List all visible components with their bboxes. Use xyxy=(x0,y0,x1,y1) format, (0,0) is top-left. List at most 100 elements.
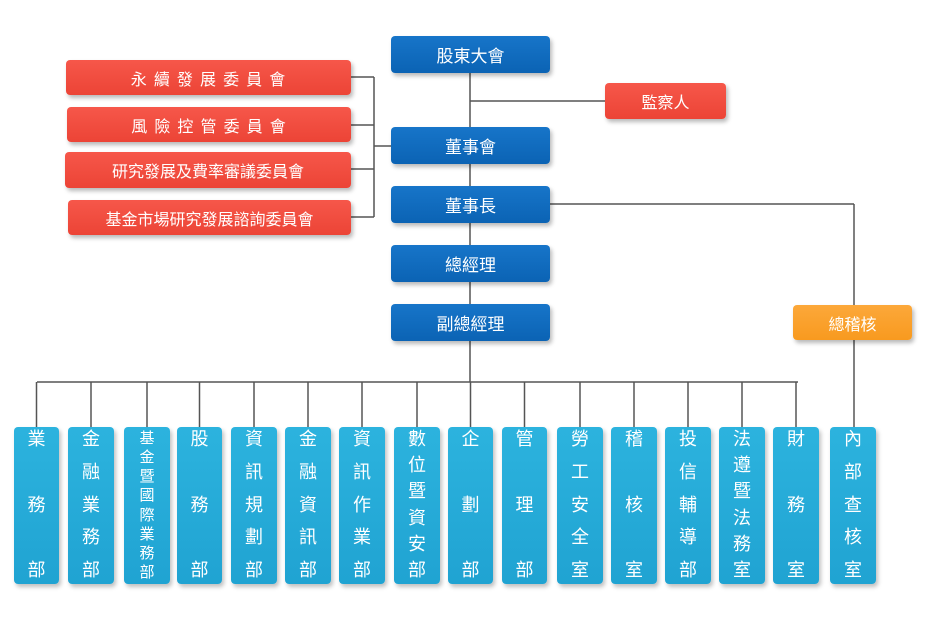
department-char: 暨 xyxy=(408,481,426,503)
committee-fund-market-advisory: 基金市場研究發展諮詢委員會 xyxy=(68,200,351,235)
chairman-box: 董事長 xyxy=(391,186,550,223)
department-9: 企 劃 部 xyxy=(448,427,493,584)
department-char: 工 xyxy=(571,461,589,483)
department-char: 部 xyxy=(353,560,371,581)
department-char xyxy=(197,529,203,547)
department-char: 核 xyxy=(625,494,643,516)
department-char: 部 xyxy=(461,560,480,581)
department-char xyxy=(468,464,474,482)
department-13: 投信輔導部 xyxy=(665,427,711,584)
department-6: 金融資訊部 xyxy=(285,427,331,584)
department-char: 部 xyxy=(299,560,317,581)
department-char xyxy=(468,529,474,547)
department-char: 訊 xyxy=(299,527,317,549)
shareholders-meeting-box: 股東大會 xyxy=(391,36,550,73)
department-char: 股 xyxy=(190,429,209,450)
department-char: 遵 xyxy=(733,455,751,477)
department-char xyxy=(793,464,799,482)
department-char: 業 xyxy=(353,527,371,549)
department-char: 管 xyxy=(515,429,534,450)
department-char: 基 xyxy=(139,429,155,447)
department-char: 部 xyxy=(245,560,263,581)
department-2: 金融業務部 xyxy=(68,427,114,584)
department-char: 安 xyxy=(571,494,589,516)
department-char: 法 xyxy=(733,429,751,450)
department-char: 國 xyxy=(139,486,155,505)
general-manager-box: 總經理 xyxy=(391,245,550,282)
department-char: 融 xyxy=(82,461,100,483)
department-char: 部 xyxy=(515,560,534,581)
chief-auditor-box: 總稽核 xyxy=(793,305,912,340)
department-char: 訊 xyxy=(353,461,371,483)
department-char: 法 xyxy=(733,507,751,529)
department-char: 部 xyxy=(190,560,209,581)
department-char: 作 xyxy=(353,494,371,516)
department-char xyxy=(793,529,799,547)
department-char: 室 xyxy=(844,560,862,581)
department-char: 劃 xyxy=(245,527,263,549)
department-char: 金 xyxy=(299,429,317,450)
department-14: 法遵暨法務室 xyxy=(719,427,765,584)
department-16: 內部查核室 xyxy=(830,427,876,584)
department-char: 務 xyxy=(27,494,46,516)
department-char xyxy=(34,464,40,482)
department-char: 務 xyxy=(82,527,100,549)
department-15: 財 務 室 xyxy=(773,427,819,584)
department-char: 位 xyxy=(408,455,426,477)
department-char: 室 xyxy=(571,560,589,581)
department-char: 務 xyxy=(733,533,751,555)
department-4: 股 務 部 xyxy=(177,427,222,584)
department-char: 部 xyxy=(844,461,862,483)
department-8: 數位暨資安部 xyxy=(394,427,440,584)
department-3: 基金暨國際業務部 xyxy=(124,427,170,584)
supervisor-box: 監察人 xyxy=(605,83,726,119)
department-char: 業 xyxy=(27,429,46,450)
department-char: 理 xyxy=(515,494,534,516)
department-char xyxy=(631,464,637,482)
vice-general-manager-box: 副總經理 xyxy=(391,304,550,341)
department-char: 安 xyxy=(408,533,426,555)
department-char: 務 xyxy=(190,494,209,516)
department-5: 資訊規劃部 xyxy=(231,427,277,584)
department-7: 資訊作業部 xyxy=(339,427,385,584)
committee-risk-control: 風 險 控 管 委 員 會 xyxy=(67,107,351,142)
department-char: 部 xyxy=(139,562,155,581)
department-char xyxy=(522,529,528,547)
department-char: 融 xyxy=(299,461,317,483)
board-of-directors-box: 董事會 xyxy=(391,127,550,164)
department-char: 資 xyxy=(299,494,317,516)
department-char: 室 xyxy=(733,559,751,581)
department-char xyxy=(522,464,528,482)
department-12: 稽 核 室 xyxy=(611,427,657,584)
department-char: 核 xyxy=(844,527,862,549)
department-char: 暨 xyxy=(733,481,751,503)
department-char: 查 xyxy=(844,494,862,516)
department-char: 輔 xyxy=(679,494,697,516)
department-char: 務 xyxy=(139,543,155,562)
department-char: 暨 xyxy=(139,467,155,486)
department-char: 資 xyxy=(245,429,263,450)
department-char: 業 xyxy=(139,524,155,543)
department-10: 管 理 部 xyxy=(502,427,547,584)
department-char xyxy=(34,529,40,547)
department-1: 業 務 部 xyxy=(14,427,59,584)
department-char: 室 xyxy=(625,560,643,581)
department-char: 全 xyxy=(571,527,589,549)
department-char: 稽 xyxy=(625,429,643,450)
department-char: 投 xyxy=(679,429,697,450)
department-char: 企 xyxy=(461,429,480,450)
department-char: 訊 xyxy=(245,461,263,483)
department-char: 部 xyxy=(27,560,46,581)
department-char: 規 xyxy=(245,494,263,516)
department-char xyxy=(631,529,637,547)
committee-sustainability: 永 續 發 展 委 員 會 xyxy=(66,60,351,95)
department-char: 部 xyxy=(408,559,426,581)
department-char: 金 xyxy=(82,429,100,450)
department-char: 際 xyxy=(139,505,155,524)
department-char: 金 xyxy=(139,448,155,467)
department-char: 業 xyxy=(82,494,100,516)
department-char: 資 xyxy=(353,429,371,450)
department-char: 部 xyxy=(679,560,697,581)
department-char: 信 xyxy=(679,461,697,483)
